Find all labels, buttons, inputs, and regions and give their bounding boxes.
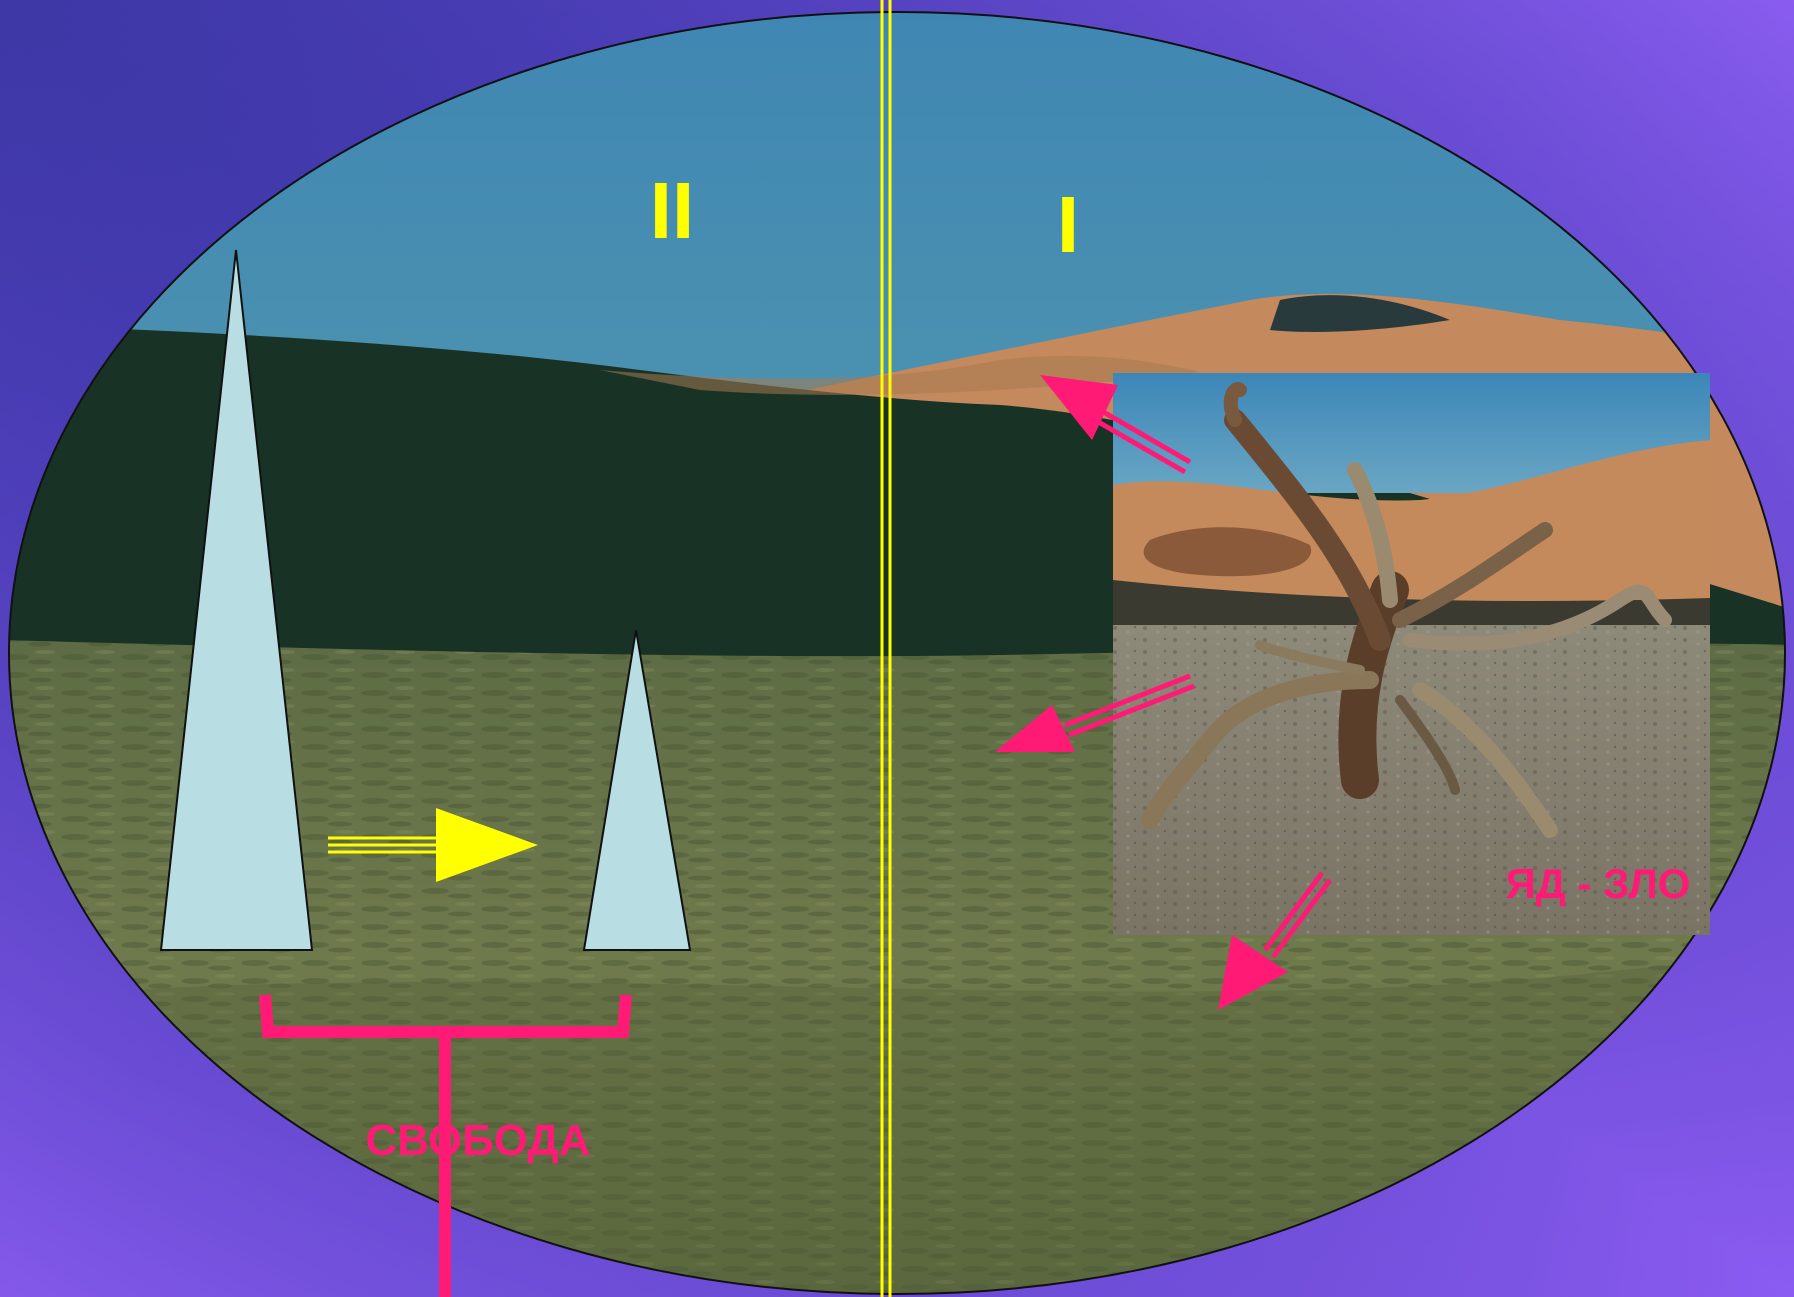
section-two-label: II <box>650 166 694 255</box>
yad-zlo-label: ЯД - ЗЛО <box>1506 860 1691 907</box>
section-one-label: I <box>1057 180 1079 269</box>
tree-inset-photo <box>1113 373 1710 935</box>
svoboda-label: СВОБОДА <box>365 1116 590 1165</box>
